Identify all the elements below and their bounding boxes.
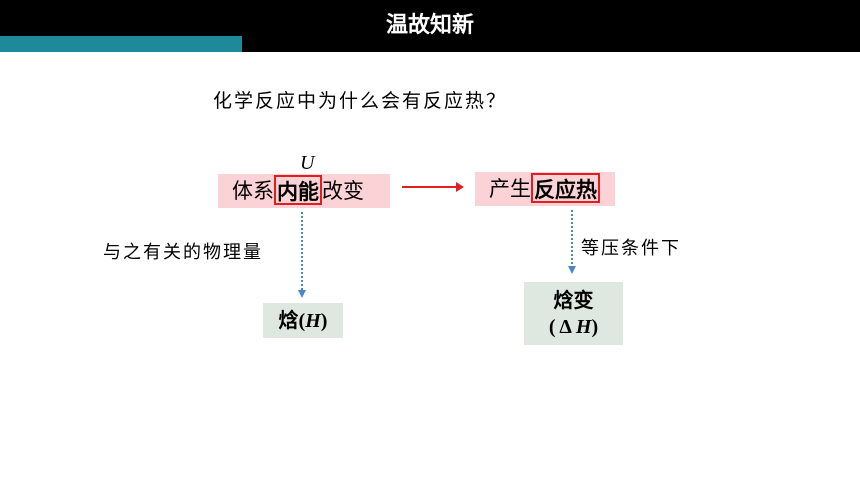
internal-energy-symbol: U [300, 152, 315, 174]
constant-pressure-label: 等压条件下 [581, 238, 681, 259]
down-arrow-left-icon [298, 212, 306, 298]
enthalpy-open: ( [298, 310, 306, 332]
enthalpy-name: 焓 [278, 308, 299, 332]
left-box-prefix: 体系 [232, 179, 274, 203]
related-quantity-label: 与之有关的物理量 [103, 242, 263, 263]
down-arrow-right-icon [568, 210, 576, 274]
reaction-heat-box: 产生反应热 [475, 172, 615, 206]
delta-close: ) [591, 316, 599, 338]
left-box-suffix: 改变 [322, 179, 364, 203]
delta-symbol: H [575, 316, 592, 338]
header-accent [0, 36, 242, 52]
enthalpy-close: ) [320, 310, 328, 332]
enthalpy-change-box: 焓变 ( Δ H) [524, 282, 623, 345]
question-text: 化学反应中为什么会有反应热？ [213, 90, 508, 112]
right-arrow-icon [402, 182, 464, 192]
internal-energy-highlight: 内能 [274, 175, 322, 205]
enthalpy-change-name: 焓变 [553, 288, 594, 312]
right-box-prefix: 产生 [489, 177, 531, 201]
page-title: 温故知新 [385, 13, 474, 38]
delta-open: ( Δ [548, 316, 576, 338]
enthalpy-box: 焓(H) [263, 303, 343, 338]
internal-energy-change-box: 体系内能改变 [218, 174, 390, 208]
reaction-heat-highlight: 反应热 [531, 173, 600, 203]
enthalpy-symbol: H [305, 310, 321, 332]
enthalpy-change-formula: ( Δ H) [524, 313, 623, 342]
